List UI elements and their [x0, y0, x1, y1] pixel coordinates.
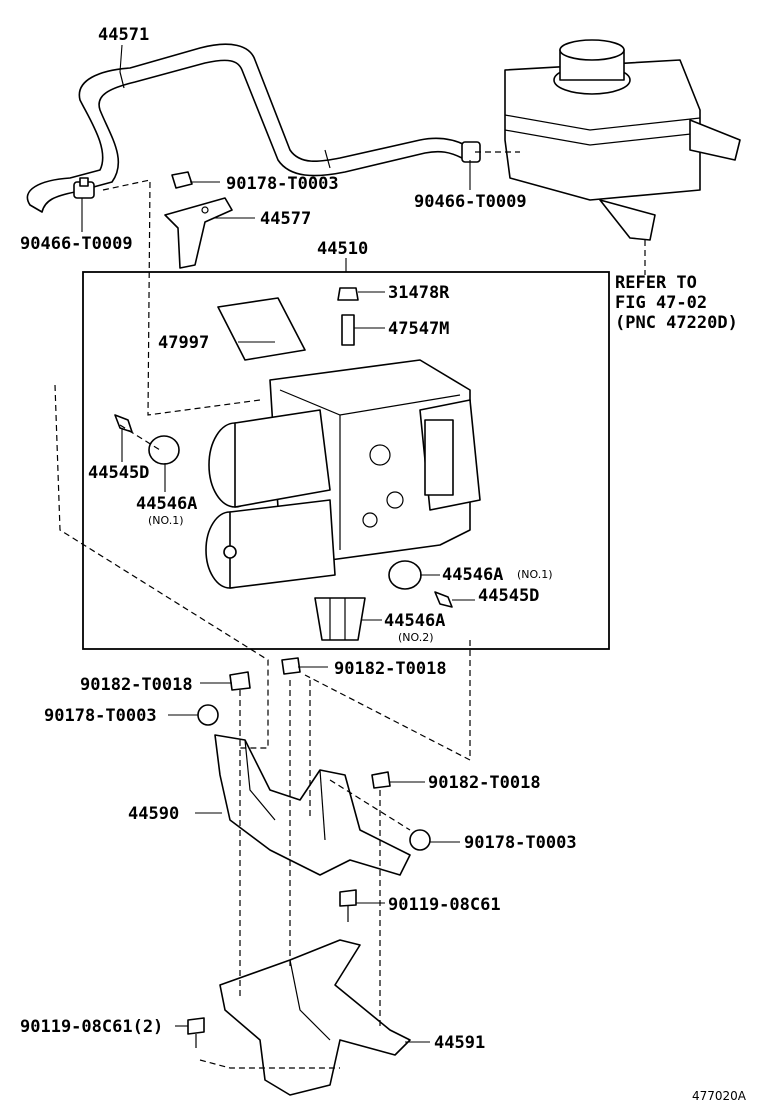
hose-clip-left: [73, 177, 95, 199]
bracket-44590: [214, 734, 411, 876]
label-47997: 47997: [158, 333, 209, 353]
label-44546a-left-note: (NO.1): [148, 514, 184, 527]
nut-90178-mid: [197, 704, 219, 726]
bracket-44591: [219, 939, 411, 1096]
cushion-44546a-bottom: [314, 597, 366, 641]
label-90119-left: 90119-08C61(2): [20, 1017, 163, 1037]
bracket-44577: [164, 197, 233, 269]
bolt-90178-top: [171, 171, 193, 189]
brake-reservoir: [504, 39, 741, 241]
fitting-47547m: [341, 314, 355, 346]
label-90182-c: 90182-T0018: [428, 773, 541, 793]
sensor-44545d-left: [114, 414, 133, 433]
label-44546a-right-note: (NO.1): [517, 568, 553, 581]
refer-line-2: FIG 47-02: [615, 293, 707, 313]
refer-line-1: REFER TO: [615, 273, 697, 293]
nut-90178-low: [409, 829, 431, 851]
label-44577: 44577: [260, 209, 311, 229]
label-90119-right: 90119-08C61: [388, 895, 501, 915]
label-90466-right: 90466-T0009: [414, 192, 527, 212]
label-90182-a: 90182-T0018: [80, 675, 193, 695]
label-90178-low: 90178-T0003: [464, 833, 577, 853]
label-44571: 44571: [98, 25, 149, 45]
bolt-90182-c: [371, 771, 391, 789]
label-44510: 44510: [317, 239, 368, 259]
figure-id: 477020A: [692, 1089, 747, 1103]
label-90178-top: 90178-T0003: [226, 174, 339, 194]
label-47547m: 47547M: [388, 319, 449, 339]
alignment-lines: [54, 151, 646, 1069]
label-44546a-bottom-note: (NO.2): [398, 631, 434, 644]
label-44545d-right: 44545D: [478, 586, 539, 606]
leader-lines: [81, 44, 475, 1043]
label-90182-b: 90182-T0018: [334, 659, 447, 679]
cushion-44546a-right: [388, 560, 422, 590]
label-44546a-bottom: 44546A: [384, 611, 445, 631]
label-44590: 44590: [128, 804, 179, 824]
label-44546a-right: 44546A: [442, 565, 503, 585]
refer-line-3: (PNC 47220D): [615, 313, 738, 333]
label-44546a-left: 44546A: [136, 494, 197, 514]
label-plate-47997: [217, 297, 306, 361]
bolt-90119-right: [339, 889, 357, 922]
bolt-90182-a: [229, 671, 251, 691]
label-44545d-left: 44545D: [88, 463, 149, 483]
label-90178-mid: 90178-T0003: [44, 706, 157, 726]
cap-31478r: [337, 287, 359, 301]
abs-actuator-body: [205, 359, 481, 589]
label-44591: 44591: [434, 1033, 485, 1053]
cushion-44546a-left: [148, 435, 180, 465]
bolt-90182-b: [281, 657, 301, 675]
bolt-90119-left: [187, 1017, 205, 1048]
label-90466-left: 90466-T0009: [20, 234, 133, 254]
sensor-44545d-right: [434, 591, 453, 608]
label-31478r: 31478R: [388, 283, 450, 303]
